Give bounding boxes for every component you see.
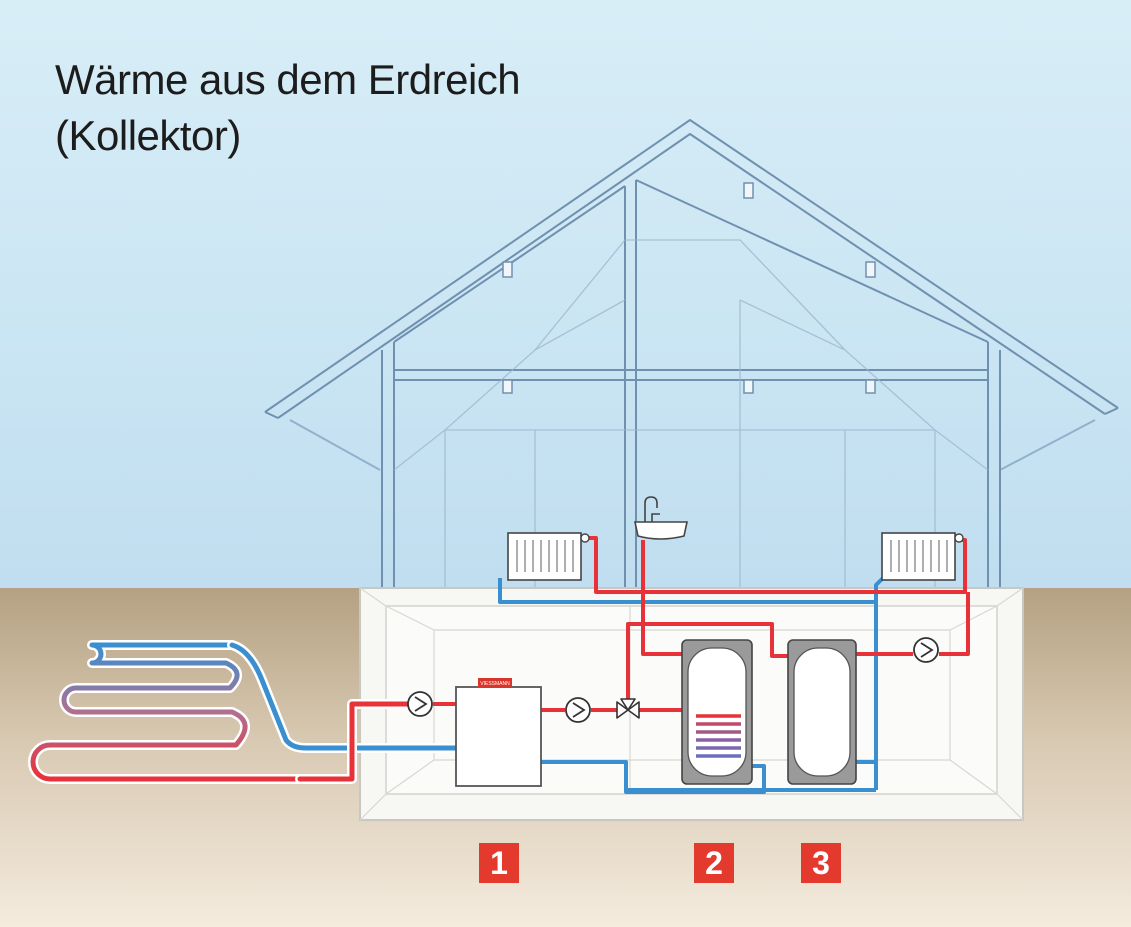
sky bbox=[0, 0, 1131, 590]
svg-text:VIESSMANN: VIESSMANN bbox=[480, 681, 510, 687]
three-way-valve-icon bbox=[616, 698, 640, 719]
title-line-2: (Kollektor) bbox=[55, 112, 241, 159]
house-outline bbox=[264, 119, 1119, 590]
heating-coil bbox=[696, 714, 741, 758]
circulation-pump-icon bbox=[565, 697, 591, 723]
title-line-1: Wärme aus dem Erdreich bbox=[55, 56, 521, 103]
circulation-pump-icon bbox=[913, 637, 939, 663]
hot-pipes bbox=[433, 536, 970, 712]
viessmann-logo bbox=[478, 678, 512, 687]
cold-pipes bbox=[498, 576, 885, 794]
page-title: Wärme aus dem Erdreich (Kollektor) bbox=[55, 52, 521, 164]
house-interior bbox=[393, 239, 989, 590]
badge-heat-pump: 1 bbox=[479, 843, 519, 883]
roof-brackets bbox=[502, 182, 876, 394]
circulation-pump-icon bbox=[407, 691, 433, 717]
badge-hot-water-tank: 2 bbox=[694, 843, 734, 883]
radiator-icon bbox=[507, 532, 590, 581]
heat-pump-unit: VIESSMANN bbox=[455, 678, 542, 787]
radiator-icon bbox=[881, 532, 964, 581]
sink-faucet-icon bbox=[634, 496, 688, 540]
buffer-tank bbox=[787, 639, 857, 785]
hot-water-tank bbox=[681, 639, 753, 785]
badge-buffer-tank: 3 bbox=[801, 843, 841, 883]
ground-collector-coil bbox=[28, 640, 461, 784]
